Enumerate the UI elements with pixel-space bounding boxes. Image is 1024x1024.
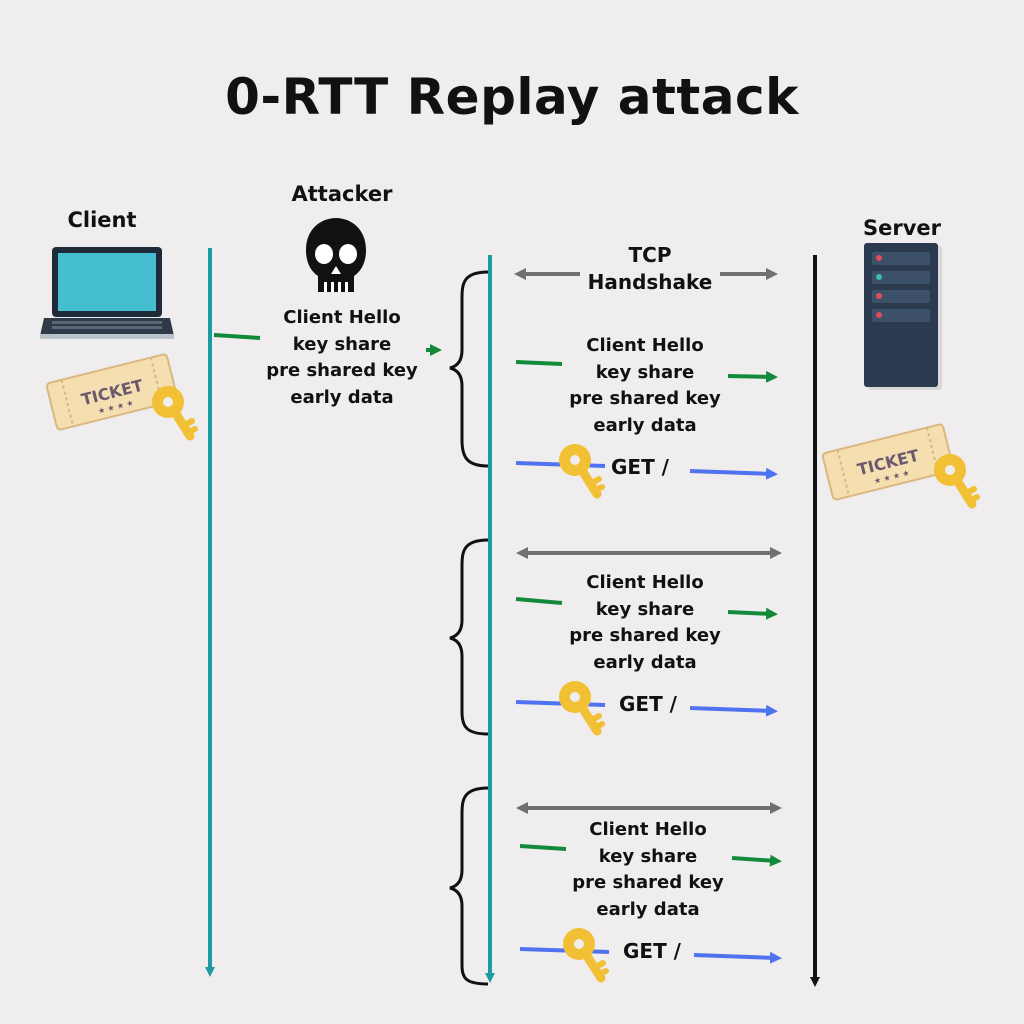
get-request-label: GET /	[611, 455, 669, 479]
brace-3	[449, 786, 489, 986]
message-line: pre shared key	[572, 872, 724, 893]
get-arrow	[693, 951, 782, 964]
get-request-label: GET /	[619, 692, 677, 716]
message-line: early data	[596, 898, 700, 920]
client-hello-arrow	[727, 370, 778, 383]
replay-message-2: Client Hello key share pre shared key ea…	[545, 570, 745, 676]
replay-message-1: Client Hello key share pre shared key ea…	[545, 333, 745, 439]
replay-message-3: Client Hello key share pre shared key ea…	[548, 817, 748, 923]
message-line: early data	[593, 414, 697, 436]
key-icon	[934, 454, 977, 504]
ticket-icon: TICKET ★ ★ ★ ★	[45, 353, 179, 431]
client-hello-dash	[519, 844, 567, 851]
laptop-icon	[40, 247, 174, 339]
client-hello-arrow	[727, 607, 778, 620]
message-line: early data	[593, 651, 697, 673]
message-line: pre shared key	[569, 388, 721, 409]
brace-1	[449, 270, 489, 468]
message-line: key share	[292, 333, 392, 355]
key-icon	[152, 386, 195, 436]
get-request-label: GET /	[623, 939, 681, 963]
client-label: Client	[67, 208, 137, 232]
brace-2	[449, 538, 489, 736]
tcp-handshake-label: TCP Handshake	[587, 243, 713, 294]
attacker-message: Client Hello key share pre shared key ea…	[242, 305, 442, 411]
message-line: Client Hello	[589, 819, 707, 840]
message-line: key share	[595, 361, 695, 383]
key-icon	[559, 444, 602, 494]
skull-icon	[306, 218, 366, 292]
server-label: Server	[862, 216, 941, 240]
client-hello-arrow	[731, 854, 782, 867]
message-line: pre shared key	[266, 360, 418, 381]
message-line: key share	[595, 598, 695, 620]
attacker-label: Attacker	[291, 182, 393, 206]
message-line: pre shared key	[569, 625, 721, 646]
get-arrow	[689, 467, 778, 480]
message-line: early data	[290, 386, 394, 408]
message-line: Client Hello	[586, 572, 704, 593]
get-arrow	[689, 704, 778, 717]
client-hello-dash	[515, 360, 563, 366]
client-hello-dash	[515, 597, 563, 605]
diagram-title: 0-RTT Replay attack	[225, 68, 799, 126]
message-line: key share	[598, 845, 698, 867]
message-line: Client Hello	[283, 307, 401, 328]
ticket-icon: TICKET ★ ★ ★ ★	[821, 423, 955, 501]
message-line: Client Hello	[586, 335, 704, 356]
server-icon	[864, 243, 942, 390]
client-hello-dash	[213, 333, 261, 340]
